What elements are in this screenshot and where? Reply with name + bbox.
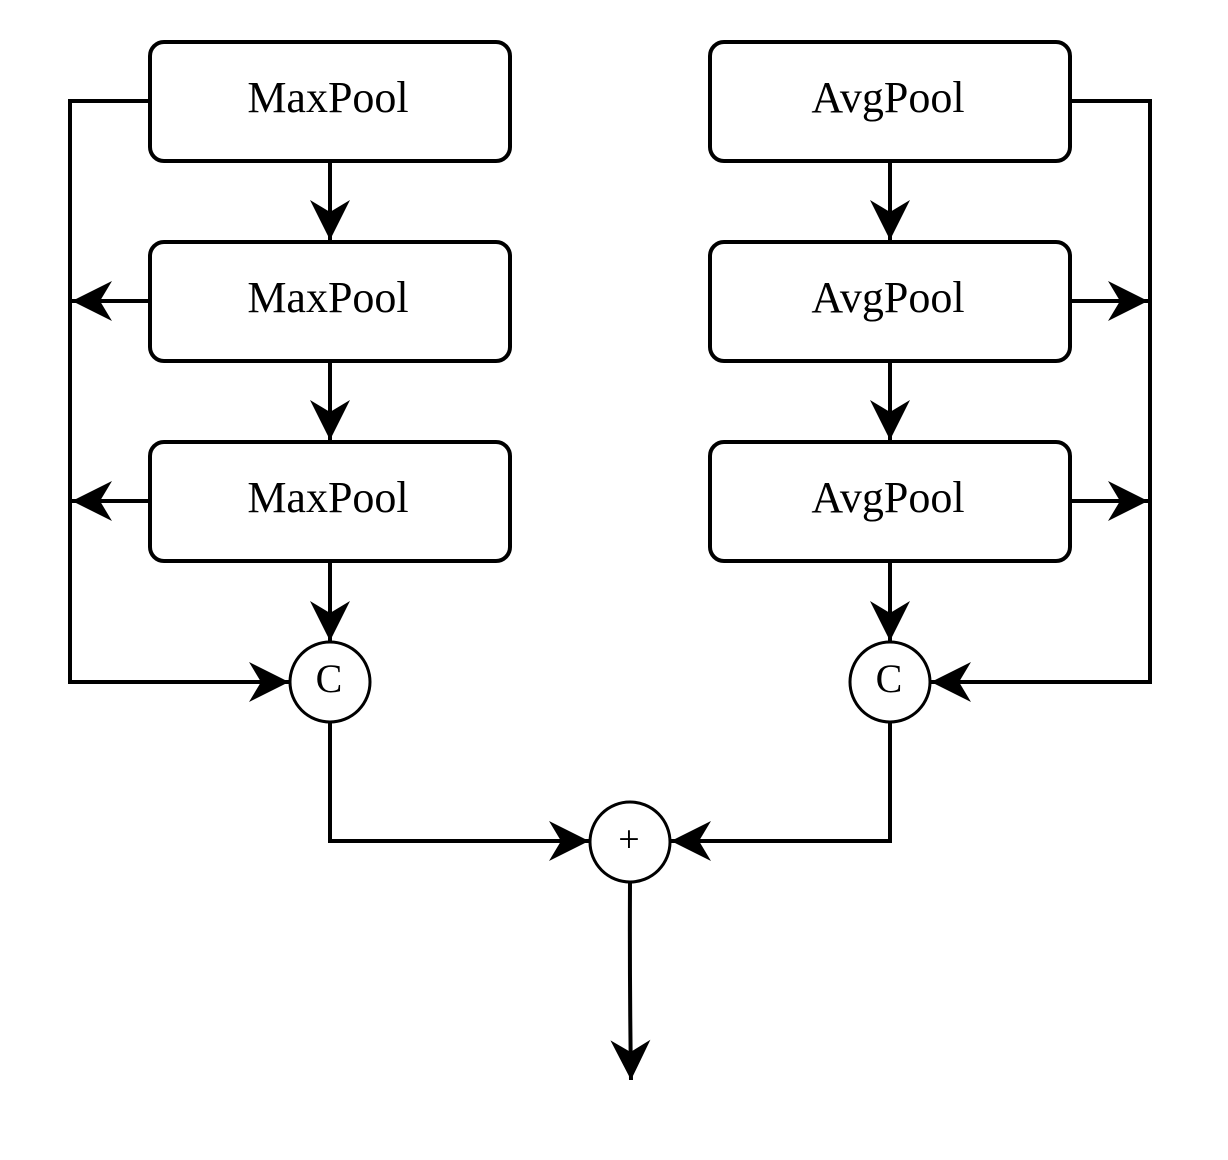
left-skip-bus	[68, 99, 289, 702]
right-skip-bus	[931, 99, 1152, 702]
avgpool-block-1: AvgPool	[708, 40, 1072, 163]
maxpool-label-3: MaxPool	[247, 473, 408, 522]
maxpool-block-2: MaxPool	[148, 240, 512, 363]
sum-node: +	[588, 800, 672, 884]
avgpool-block-3: AvgPool	[708, 440, 1072, 563]
maxpool-label-1: MaxPool	[247, 73, 408, 122]
output-arrow	[610, 881, 651, 1081]
maxpool-block-3: MaxPool	[148, 440, 512, 563]
maxpool-block-1: MaxPool	[148, 40, 512, 163]
right-column: AvgPool AvgPool AvgPool C	[708, 40, 1072, 724]
arrow-right-concat-to-sum	[671, 722, 892, 861]
sum-symbol: +	[618, 819, 639, 861]
avgpool-label-1: AvgPool	[811, 73, 964, 122]
left-column: MaxPool MaxPool MaxPool C	[148, 40, 512, 724]
avgpool-label-2: AvgPool	[811, 273, 964, 322]
right-concat-node: C	[848, 640, 932, 724]
right-concat-symbol: C	[876, 656, 903, 701]
left-concat-symbol: C	[316, 656, 343, 701]
avgpool-label-3: AvgPool	[811, 473, 964, 522]
arrow-left-concat-to-sum	[328, 722, 589, 861]
avgpool-block-2: AvgPool	[708, 240, 1072, 363]
maxpool-label-2: MaxPool	[247, 273, 408, 322]
left-concat-node: C	[288, 640, 372, 724]
connectors	[68, 99, 1152, 1081]
